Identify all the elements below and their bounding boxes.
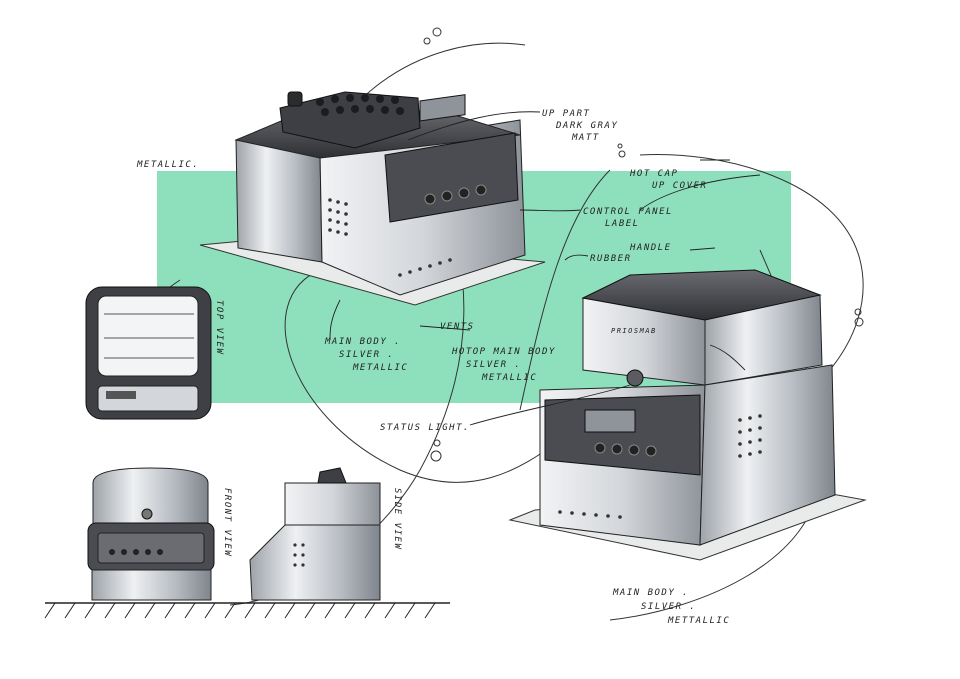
label-main-body-mid: MAIN BODY . SILVER . METALLIC bbox=[325, 336, 408, 375]
label-hotop-main-body-line3: METALLIC bbox=[482, 373, 538, 383]
right-product-display bbox=[584, 409, 636, 433]
label-main-body-mid-line2: SILVER . bbox=[339, 350, 395, 360]
main-product-sketch bbox=[199, 91, 546, 306]
side-view-base bbox=[249, 524, 381, 601]
label-main-body-mid-line1: MAIN BODY . bbox=[325, 337, 402, 347]
label-hot-cap: HOT CAP UP COVER bbox=[630, 168, 707, 192]
label-up-part-line3: MATT bbox=[572, 133, 600, 143]
top-view-lid bbox=[97, 295, 199, 377]
label-hotop-main-body-line1: HOTOP MAIN BODY bbox=[452, 347, 556, 357]
label-side-view: SIDE VIEW bbox=[392, 488, 402, 551]
main-product-control-panel bbox=[384, 132, 519, 223]
front-view-base bbox=[91, 569, 212, 601]
right-product-sketch bbox=[508, 269, 867, 561]
label-hot-cap-line1: HOT CAP bbox=[630, 169, 679, 179]
label-up-part: UP PART DARK GRAY MATT bbox=[542, 108, 618, 144]
right-product-control-panel bbox=[544, 394, 701, 476]
main-product-body-left bbox=[235, 139, 323, 263]
label-vents: VENTS bbox=[440, 322, 475, 332]
right-product-lid bbox=[581, 269, 822, 321]
label-top-view: TOP VIEW bbox=[214, 300, 224, 356]
top-view-sketch bbox=[85, 286, 212, 420]
label-up-part-line2: DARK GRAY bbox=[556, 121, 619, 131]
label-main-body-right-line2: SILVER . bbox=[641, 602, 697, 612]
label-main-body-right-line3: METTALLIC bbox=[668, 616, 731, 626]
label-hot-cap-line2: UP COVER bbox=[652, 181, 708, 191]
label-hotop-main-body-line2: SILVER . bbox=[466, 360, 522, 370]
label-metallic-left: METALLIC. bbox=[137, 160, 200, 170]
main-product-knob bbox=[287, 91, 303, 107]
side-view-top bbox=[284, 482, 381, 526]
label-front-view: FRONT VIEW bbox=[222, 488, 232, 558]
label-main-body-mid-line3: METALLIC bbox=[353, 363, 409, 373]
label-rubber: RUBBER bbox=[590, 254, 632, 264]
label-handle: HANDLE bbox=[630, 243, 672, 253]
label-control-panel: CONTROL PANEL LABEL bbox=[583, 206, 673, 230]
side-view-handle bbox=[317, 467, 347, 484]
label-main-body-right-line1: MAIN BODY . bbox=[613, 588, 690, 598]
right-product-lower-side bbox=[699, 364, 836, 546]
label-status-light: STATUS LIGHT. bbox=[380, 423, 470, 433]
label-main-body-right: MAIN BODY . SILVER . METTALLIC bbox=[613, 586, 730, 628]
label-up-part-line1: UP PART bbox=[542, 109, 591, 119]
label-hotop-main-body: HOTOP MAIN BODY SILVER . METALLIC bbox=[452, 346, 556, 385]
front-view-sketch bbox=[87, 467, 215, 601]
front-view-top bbox=[92, 467, 209, 526]
side-view-sketch bbox=[249, 467, 381, 601]
ground-line bbox=[44, 602, 450, 619]
front-view-status-light bbox=[141, 508, 153, 520]
label-control-panel-line2: LABEL bbox=[605, 219, 640, 229]
leader-lines bbox=[329, 111, 761, 426]
label-brand-tag: PRIOSMAB bbox=[611, 327, 657, 335]
label-control-panel-line1: CONTROL PANEL bbox=[583, 207, 673, 217]
right-product-status-light bbox=[626, 369, 644, 387]
main-product-display bbox=[419, 94, 466, 122]
